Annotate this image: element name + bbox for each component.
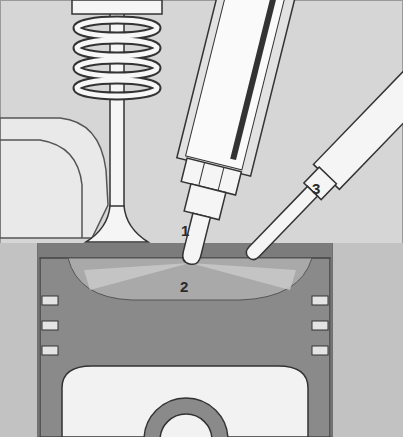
nut-edge	[218, 167, 224, 190]
fuel-spray	[190, 263, 296, 290]
port-wall	[0, 140, 82, 238]
intake-port	[0, 118, 108, 238]
fuel-spray	[84, 263, 190, 290]
glow-plug-body	[313, 13, 403, 189]
spring-coil	[77, 20, 157, 36]
bore-line	[37, 243, 39, 437]
injector-sleeve	[177, 0, 333, 176]
nozzle-holder	[184, 184, 226, 220]
valve-stem	[110, 0, 124, 208]
wrist-pin	[160, 414, 212, 437]
spring-coil	[77, 80, 157, 96]
spring-coil	[77, 20, 157, 36]
valve-head	[86, 206, 148, 242]
cylinder-wall	[332, 243, 403, 437]
piston-ring	[312, 346, 328, 355]
callout-number: 2	[180, 279, 188, 295]
injector	[153, 0, 334, 273]
piston-ring	[312, 321, 328, 330]
spring-coil	[77, 60, 157, 76]
valve-spring	[72, 0, 162, 96]
injector-nozzle	[181, 213, 211, 266]
piston-ring	[42, 321, 58, 330]
bore-line	[331, 243, 333, 437]
piston-ring	[42, 296, 58, 305]
callout-number: 1	[181, 223, 189, 239]
fuel-line	[230, 0, 316, 160]
piston-ring	[42, 346, 58, 355]
callout-number: 3	[312, 181, 320, 197]
cylinder-wall	[0, 243, 38, 437]
pin-boss	[144, 398, 228, 437]
spring-coil	[77, 80, 157, 96]
glow-plug	[236, 13, 403, 270]
spring-coil	[77, 60, 157, 76]
piston-ring	[312, 296, 328, 305]
injector-body	[186, 0, 324, 170]
glow-plug-tip	[244, 186, 318, 262]
spring-coil	[77, 40, 157, 56]
spring-coil	[77, 40, 157, 56]
spring-retainer	[72, 0, 162, 14]
nut-edge	[199, 163, 205, 186]
